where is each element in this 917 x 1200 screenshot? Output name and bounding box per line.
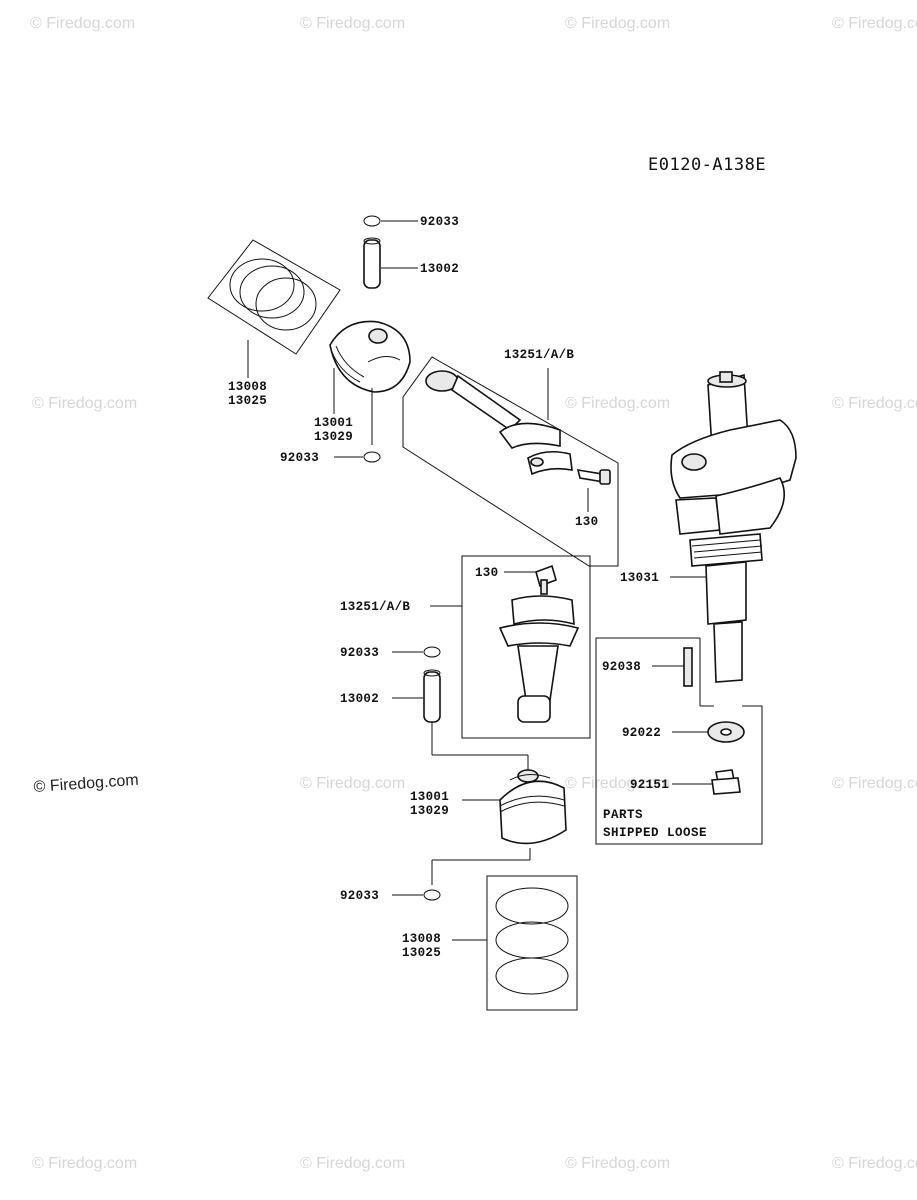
watermark: © Firedog.com bbox=[300, 1155, 405, 1172]
label-clip-bottom: 92033 bbox=[340, 889, 379, 903]
label-rod-mid: 13251/A/B bbox=[340, 600, 410, 614]
connecting-rod-top bbox=[402, 356, 619, 567]
piston-rings-top bbox=[207, 239, 341, 355]
crankshaft bbox=[670, 371, 797, 683]
watermark: © Firedog.com bbox=[565, 775, 670, 792]
label-clip-top: 92033 bbox=[420, 215, 459, 229]
connecting-rod-mid bbox=[461, 555, 591, 739]
label-rings-top-a: 13008 bbox=[228, 380, 267, 394]
label-clip-low: 92033 bbox=[340, 646, 379, 660]
label-key: 92038 bbox=[602, 660, 641, 674]
watermark: © Firedog.com bbox=[32, 1155, 137, 1172]
note-line2: SHIPPED LOOSE bbox=[603, 826, 707, 840]
watermark: © Firedog.com bbox=[565, 395, 670, 412]
label-piston-top-a: 13001 bbox=[314, 416, 353, 430]
piston-pin-top bbox=[363, 237, 381, 289]
label-piston-top-b: 13029 bbox=[314, 430, 353, 444]
watermark: © Firedog.com bbox=[832, 1155, 917, 1172]
label-rod-top: 13251/A/B bbox=[504, 348, 574, 362]
watermark: © Firedog.com bbox=[832, 775, 917, 792]
label-bolt-top: 130 bbox=[575, 515, 598, 529]
label-bolt-mid: 130 bbox=[475, 566, 498, 580]
watermark: © Firedog.com bbox=[30, 15, 135, 32]
note-line1: PARTS bbox=[603, 808, 643, 822]
label-pin-top: 13002 bbox=[420, 262, 459, 276]
watermark: © Firedog.com bbox=[565, 1155, 670, 1172]
circlip-top bbox=[363, 215, 381, 227]
label-piston-low-b: 13029 bbox=[410, 804, 449, 818]
piston-rings-low bbox=[486, 875, 578, 1011]
circlip-low bbox=[423, 646, 441, 658]
watermark: © Firedog.com bbox=[832, 15, 917, 32]
circlip-bottom bbox=[423, 889, 441, 901]
piston-top bbox=[329, 320, 411, 393]
label-pin-low: 13002 bbox=[340, 692, 379, 706]
diagram-code: E0120-A138E bbox=[648, 155, 766, 175]
label-clip-mid: 92033 bbox=[280, 451, 319, 465]
watermark: © Firedog.com bbox=[565, 15, 670, 32]
label-rings-low-a: 13008 bbox=[402, 932, 441, 946]
watermarks: © Firedog.com © Firedog.com © Firedog.co… bbox=[30, 15, 917, 1172]
watermark: © Firedog.com bbox=[32, 395, 137, 412]
watermark: © Firedog.com bbox=[300, 775, 405, 792]
circlip-mid bbox=[363, 451, 381, 463]
watermark: © Firedog.com bbox=[832, 395, 917, 412]
watermark-prominent: © Firedog.com bbox=[33, 772, 139, 796]
label-rings-low-b: 13025 bbox=[402, 946, 441, 960]
label-washer: 92022 bbox=[622, 726, 661, 740]
label-piston-low-a: 13001 bbox=[410, 790, 449, 804]
label-crank: 13031 bbox=[620, 571, 659, 585]
label-rings-top-b: 13025 bbox=[228, 394, 267, 408]
label-bolt-crank: 92151 bbox=[630, 778, 669, 792]
piston-low bbox=[499, 769, 567, 845]
piston-pin-low bbox=[423, 669, 441, 723]
watermark: © Firedog.com bbox=[300, 15, 405, 32]
